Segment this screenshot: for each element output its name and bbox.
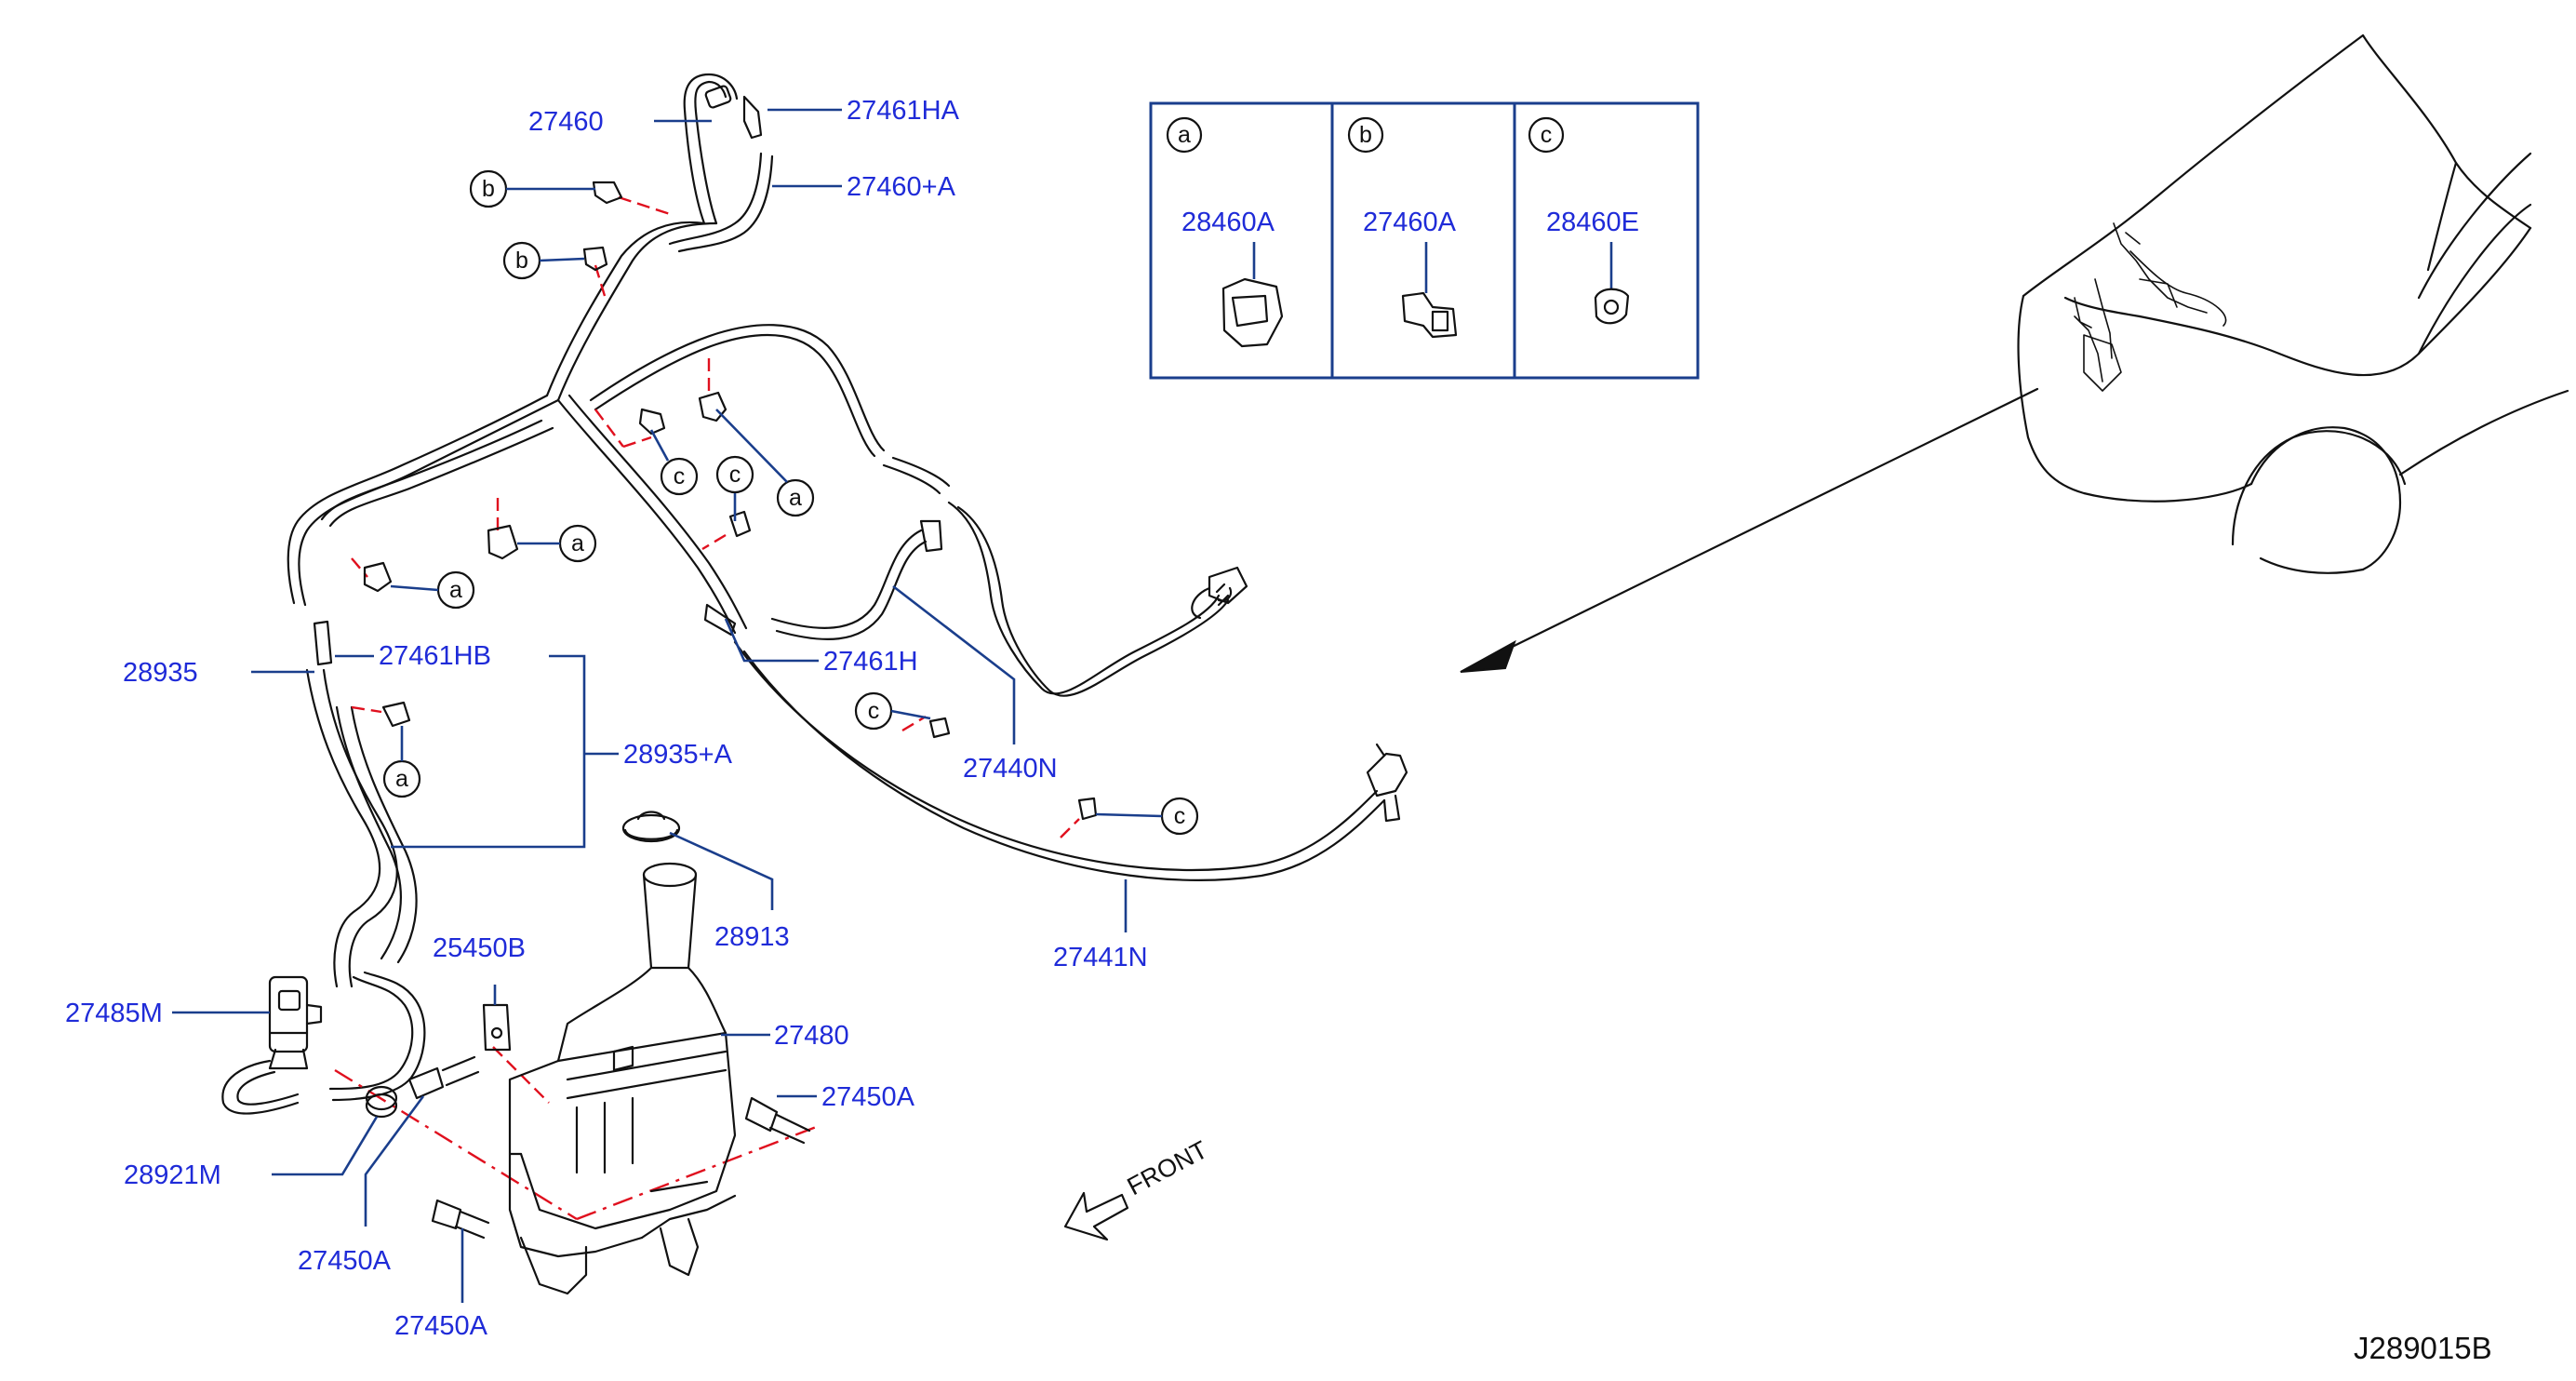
svg-text:a: a xyxy=(449,577,462,603)
callout-a-1: a xyxy=(715,409,815,517)
washer-pump xyxy=(268,975,323,1070)
callout-c-1: c xyxy=(649,429,699,496)
label-27450A-bottom-2: 27450A xyxy=(394,1311,488,1341)
label-27480: 27480 xyxy=(774,1021,849,1051)
legend-cell-c: c 28460E xyxy=(1528,116,1639,325)
label-27440N: 27440N xyxy=(963,754,1058,784)
svg-text:28460E: 28460E xyxy=(1546,208,1639,237)
label-28913: 28913 xyxy=(714,922,790,952)
label-27461HA: 27461HA xyxy=(847,96,960,126)
front-indicator: FRONT xyxy=(1063,1135,1212,1241)
label-27460-plus-A: 27460+A xyxy=(847,172,956,202)
legend-cell-b: b 27460A xyxy=(1347,116,1458,339)
washer-tank xyxy=(508,862,737,1295)
label-28935: 28935 xyxy=(123,658,198,688)
label-28921M: 28921M xyxy=(124,1160,221,1190)
hidden-lines xyxy=(334,195,1080,1221)
view-arrow xyxy=(1460,387,2039,673)
svg-text:c: c xyxy=(868,698,880,724)
svg-text:27460A: 27460A xyxy=(1363,208,1457,237)
label-28935-plus-A: 28935+A xyxy=(623,740,733,770)
label-leaders xyxy=(172,108,1128,1303)
washer-hoses xyxy=(221,73,1386,1115)
label-27461H: 27461H xyxy=(823,647,918,677)
svg-text:a: a xyxy=(571,530,584,556)
label-27485M: 27485M xyxy=(65,999,163,1028)
svg-text:c: c xyxy=(1174,803,1186,829)
part-labels: 27460 27461HA 27460+A 28935 27461HB 2893… xyxy=(65,96,1148,1341)
svg-text:a: a xyxy=(395,766,408,792)
callout-a-3: a xyxy=(390,570,475,610)
svg-text:a: a xyxy=(789,485,802,511)
label-27450A-right: 27450A xyxy=(821,1082,915,1112)
label-27460: 27460 xyxy=(528,107,604,137)
callout-a-4: a xyxy=(382,726,421,798)
label-27441N: 27441N xyxy=(1053,943,1148,972)
front-label: FRONT xyxy=(1123,1135,1212,1200)
label-27450A-bottom: 27450A xyxy=(298,1246,392,1276)
svg-text:c: c xyxy=(729,462,741,488)
callout-c-3: c xyxy=(854,691,931,731)
svg-text:c: c xyxy=(674,463,686,489)
callout-c-4: c xyxy=(1095,797,1199,836)
legend-cell-a: a 28460A xyxy=(1166,116,1284,348)
label-25450B: 25450B xyxy=(433,933,526,963)
bracket xyxy=(482,1003,512,1052)
svg-text:b: b xyxy=(482,176,495,202)
svg-text:b: b xyxy=(515,248,528,274)
vehicle-outline xyxy=(2017,34,2569,574)
clip-legend: a 28460A b 27460A c 28460E xyxy=(1149,101,1700,380)
filler-cap xyxy=(621,811,681,843)
svg-text:b: b xyxy=(1359,122,1372,148)
diagram-code: J289015B xyxy=(2354,1331,2492,1365)
svg-text:c: c xyxy=(1541,122,1553,148)
callout-a-2: a xyxy=(517,524,597,563)
label-27461HB: 27461HB xyxy=(379,641,491,671)
callout-b-2: b xyxy=(502,241,585,280)
bolts xyxy=(407,1055,811,1240)
clips xyxy=(313,85,1408,823)
callout-c-2: c xyxy=(715,455,754,521)
svg-text:a: a xyxy=(1178,122,1191,148)
grommet xyxy=(365,1085,398,1119)
callout-b-1: b xyxy=(469,169,595,208)
svg-text:28460A: 28460A xyxy=(1181,208,1275,237)
